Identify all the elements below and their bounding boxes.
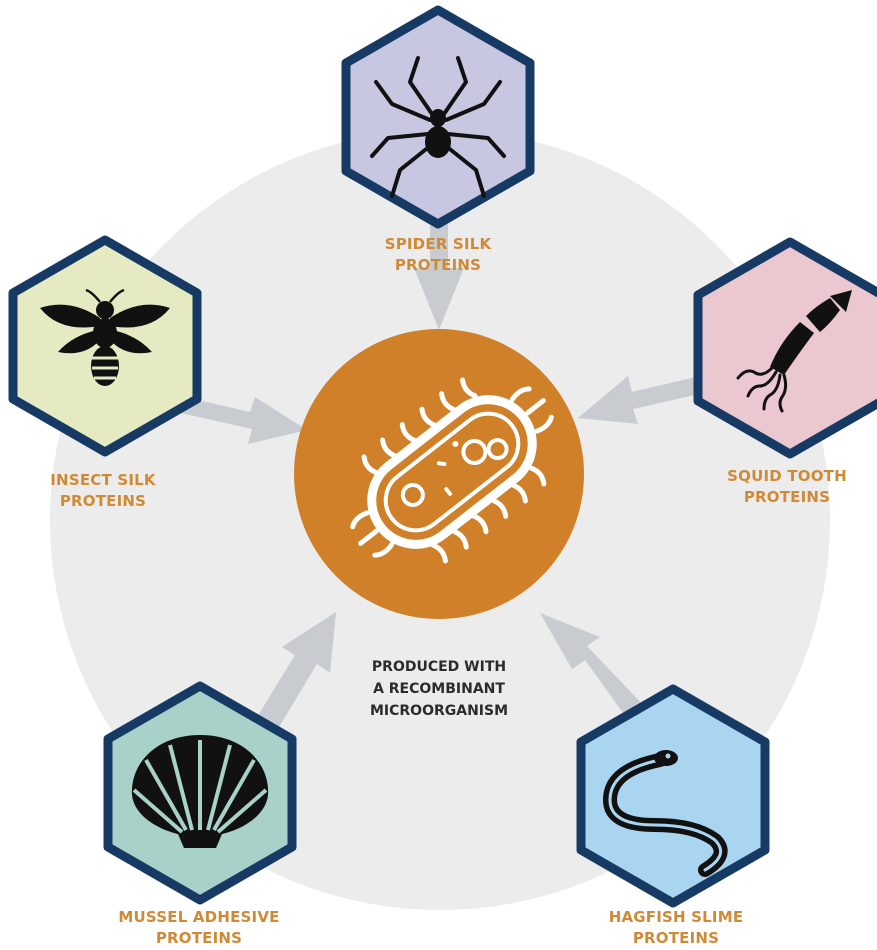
label-line: MUSSEL ADHESIVE [118, 908, 280, 926]
label-line: SQUID TOOTH [727, 467, 847, 485]
arrow-insect [176, 396, 307, 444]
hagfish-hexagon [576, 684, 770, 908]
label-line: HAGFISH SLIME [608, 908, 744, 926]
shell-icon [131, 735, 269, 848]
bacterium-icon [350, 377, 554, 564]
label-line: PROTEINS [59, 492, 147, 510]
label-line: PROTEINS [743, 488, 831, 506]
label-squid-tooth: SQUID TOOTH PROTEINS [712, 466, 862, 508]
label-line: SPIDER SILK [384, 235, 492, 253]
squid-hexagon [693, 237, 877, 459]
label-spider-silk: SPIDER SILK PROTEINS [362, 234, 514, 276]
label-line: INSECT SILK [50, 471, 156, 489]
bee-icon [40, 288, 170, 386]
spider-icon [370, 56, 506, 198]
hagfish-icon [602, 750, 728, 877]
center-caption: PRODUCED WITH A RECOMBINANT MICROORGANIS… [339, 656, 539, 722]
caption-line: MICROORGANISM [369, 703, 509, 719]
label-hagfish-slime: HAGFISH SLIME PROTEINS [588, 907, 764, 949]
caption-line: PRODUCED WITH [371, 659, 507, 675]
insect-hexagon [8, 235, 202, 457]
arrow-spider [414, 200, 464, 330]
arrow-squid [578, 376, 704, 424]
label-line: PROTEINS [155, 929, 243, 947]
caption-line: A RECOMBINANT [373, 681, 505, 697]
label-line: PROTEINS [394, 256, 482, 274]
label-line: PROTEINS [632, 929, 720, 947]
squid-icon [736, 290, 852, 413]
label-mussel-adhesive: MUSSEL ADHESIVE PROTEINS [104, 907, 294, 949]
mussel-hexagon [103, 681, 297, 905]
spider-hexagon [341, 5, 535, 229]
label-insect-silk: INSECT SILK PROTEINS [28, 470, 178, 512]
